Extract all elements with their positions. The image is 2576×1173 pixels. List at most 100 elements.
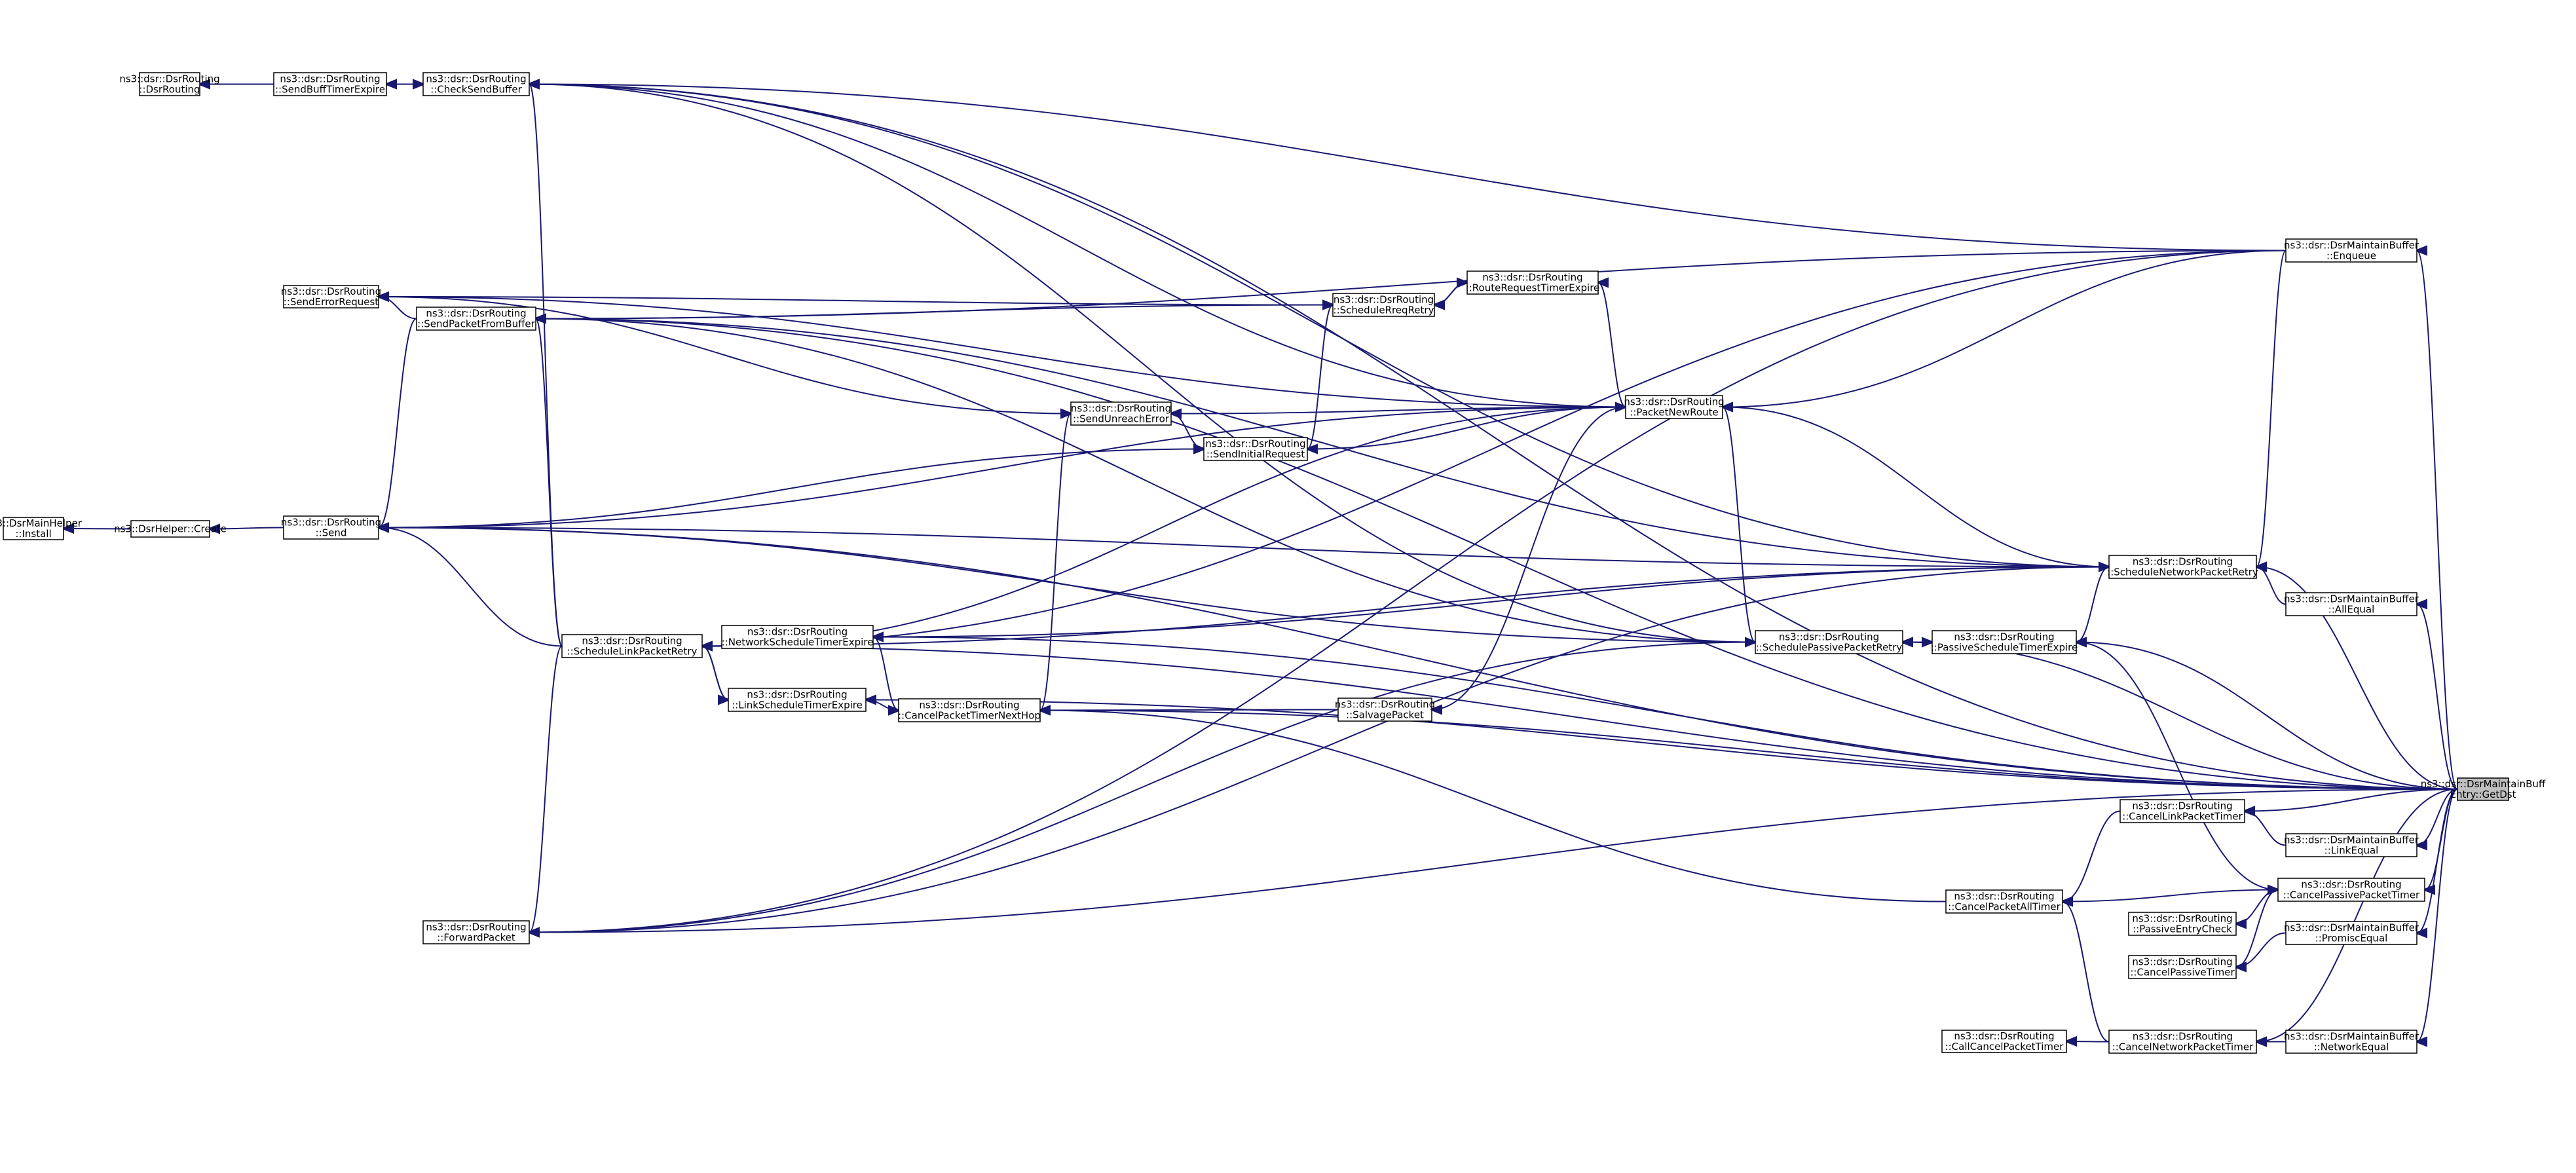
node-box[interactable] [898, 698, 1041, 722]
node-all-equal[interactable]: ns3::dsr::DsrMaintainBuffer::AllEqual [2284, 592, 2419, 616]
node-dsr-routing[interactable]: ns3::dsr::DsrRouting::DsrRouting [119, 72, 220, 96]
edge-packet-new-route-to-schedule-passive-packet-retry [1722, 406, 1755, 642]
node-box[interactable] [728, 688, 867, 712]
node-box[interactable] [139, 72, 200, 96]
node-box[interactable] [2285, 921, 2417, 945]
node-network-equal[interactable]: ns3::dsr::DsrMaintainBuffer::NetworkEqua… [2284, 1030, 2419, 1054]
node-passive-schedule-timer-expire[interactable]: ns3::dsr::DsrRouting::PassiveScheduleTim… [1931, 630, 2078, 654]
edge-schedule-network-packet-retry-to-passive-schedule-timer-expire [2076, 566, 2110, 642]
node-label: ns3::dsr::DsrRouting [281, 517, 381, 529]
node-box[interactable] [1466, 270, 1599, 295]
edge-get-dst-to-network-equal [2417, 789, 2458, 1042]
node-box[interactable] [416, 307, 536, 331]
node-box[interactable] [422, 920, 530, 944]
edge-send-error-request-to-schedule-rreq-retry [378, 296, 1333, 305]
node-promisc-equal[interactable]: ns3::dsr::DsrMaintainBuffer::PromiscEqua… [2284, 921, 2419, 945]
edge-schedule-network-packet-retry-to-forward-packet [529, 566, 2110, 933]
node-box[interactable] [2285, 238, 2417, 263]
node-label: ::SalvagePacket [1346, 709, 1424, 721]
node-label: ns3::dsr::DsrRouting [2133, 556, 2233, 568]
edge-schedule-network-packet-retry-to-check-send-buffer [529, 84, 2110, 568]
node-send[interactable]: ns3::dsr::DsrRouting::Send [281, 515, 381, 540]
node-helper-create[interactable]: ns3::DsrHelper::Create [114, 520, 227, 538]
node-label: ns3::dsr::DsrRouting [747, 626, 848, 638]
node-label: ::DsrRouting [139, 84, 200, 96]
node-box[interactable] [1070, 401, 1172, 426]
node-link-equal[interactable]: ns3::dsr::DsrMaintainBuffer::LinkEqual [2284, 833, 2419, 857]
node-box[interactable] [273, 72, 387, 96]
node-cancel-network-packet-timer[interactable]: ns3::dsr::DsrRouting::CancelNetworkPacke… [2108, 1030, 2257, 1054]
node-box[interactable] [283, 285, 379, 308]
edge-get-dst-to-schedule-link-packet-retry [702, 646, 2458, 790]
node-label: ns3::dsr::DsrRouting [1334, 294, 1434, 306]
node-box[interactable] [2457, 777, 2509, 801]
node-box[interactable] [3, 517, 64, 540]
node-label: ns3::dsr::DsrRouting [426, 73, 526, 85]
node-main-install[interactable]: ns3::DsrMainHelper::Install [0, 517, 83, 540]
node-box[interactable] [1332, 293, 1435, 317]
node-schedule-rreq-retry[interactable]: ns3::dsr::DsrRouting::ScheduleRreqRetry [1332, 293, 1435, 317]
node-box[interactable] [561, 634, 703, 658]
node-salvage-packet[interactable]: ns3::dsr::DsrRouting::SalvagePacket [1335, 698, 1435, 722]
node-box[interactable] [2128, 955, 2237, 979]
node-box[interactable] [1625, 395, 1723, 419]
node-box[interactable] [422, 72, 530, 96]
node-passive-entry-check[interactable]: ns3::dsr::DsrRouting::PassiveEntryCheck [2128, 912, 2237, 936]
node-cancel-packet-all-timer[interactable]: ns3::dsr::DsrRouting::CancelPacketAllTim… [1945, 889, 2063, 914]
node-box[interactable] [2277, 878, 2425, 902]
node-route-request-timer-expire[interactable]: ns3::dsr::DsrRouting::RouteRequestTimerE… [1466, 270, 1600, 295]
node-cancel-passive-packet-timer[interactable]: ns3::dsr::DsrRouting::CancelPassivePacke… [2277, 878, 2425, 902]
node-link-schedule-timer-expire[interactable]: ns3::dsr::DsrRouting::LinkScheduleTimerE… [728, 688, 867, 712]
node-cancel-link-packet-timer[interactable]: ns3::dsr::DsrRouting::CancelLinkPacketTi… [2119, 799, 2245, 823]
node-box[interactable] [2285, 833, 2417, 857]
node-box[interactable] [2108, 555, 2257, 579]
edge-schedule-passive-packet-retry-to-send-packet-from-buffer [536, 319, 1756, 643]
edge-schedule-network-packet-retry-to-network-schedule-timer-expire [873, 566, 2110, 637]
node-network-schedule-timer-expire[interactable]: ns3::dsr::DsrRouting::NetworkScheduleTim… [721, 625, 874, 649]
node-label: ns3::dsr::DsrRouting [1205, 438, 1305, 450]
node-schedule-link-packet-retry[interactable]: ns3::dsr::DsrRouting::ScheduleLinkPacket… [561, 634, 703, 658]
node-box[interactable] [1945, 889, 2063, 914]
node-send-buff-timer-expire[interactable]: ns3::dsr::DsrRouting::SendBuffTimerExpir… [273, 72, 387, 96]
node-label: ::RouteRequestTimerExpire [1466, 282, 1600, 294]
node-schedule-network-packet-retry[interactable]: ns3::dsr::DsrRouting::ScheduleNetworkPac… [2107, 555, 2258, 579]
node-box[interactable] [1337, 698, 1432, 722]
node-send-packet-from-buffer[interactable]: ns3::dsr::DsrRouting::SendPacketFromBuff… [416, 307, 536, 331]
node-send-error-request[interactable]: ns3::dsr::DsrRouting::SendErrorRequest [281, 285, 381, 308]
node-label: ns3::dsr::DsrRouting [2132, 800, 2232, 812]
node-box[interactable] [283, 515, 379, 540]
node-box[interactable] [2285, 1030, 2417, 1054]
node-send-unreach-error[interactable]: ns3::dsr::DsrRouting::SendUnreachError [1070, 401, 1172, 426]
node-box[interactable] [1941, 1030, 2067, 1053]
node-label: ns3::dsr::DsrRouting [1482, 272, 1582, 284]
node-check-send-buffer[interactable]: ns3::dsr::DsrRouting::CheckSendBuffer [422, 72, 530, 96]
edge-get-dst-to-schedule-passive-packet-retry [1903, 642, 2458, 790]
node-box[interactable] [2119, 799, 2245, 823]
node-cancel-passive-timer[interactable]: ns3::dsr::DsrRouting::CancelPassiveTimer [2128, 955, 2237, 979]
node-box[interactable] [1932, 630, 2077, 654]
node-box[interactable] [2285, 592, 2417, 616]
node-label: ::Install [15, 528, 51, 540]
node-label: ns3::dsr::DsrRouting [582, 635, 682, 647]
node-label: ::ScheduleRreqRetry [1334, 305, 1434, 316]
node-send-initial-request[interactable]: ns3::dsr::DsrRouting::SendInitialRequest [1203, 437, 1308, 461]
edge-send-to-send-initial-request [378, 449, 1204, 529]
edge-schedule-network-packet-retry-to-schedule-link-packet-retry [702, 566, 2110, 646]
node-packet-new-route[interactable]: ns3::dsr::DsrRouting::PacketNewRoute [1624, 395, 1725, 419]
node-box[interactable] [1203, 437, 1308, 461]
node-forward-packet[interactable]: ns3::dsr::DsrRouting::ForwardPacket [422, 920, 530, 944]
node-box[interactable] [2128, 912, 2237, 936]
node-label: ns3::dsr::DsrRouting [426, 308, 526, 320]
node-call-cancel-packet-timer[interactable]: ns3::dsr::DsrRouting::CallCancelPacketTi… [1941, 1030, 2067, 1053]
node-box[interactable] [130, 520, 210, 538]
node-label: ::CancelPacketTimerNextHop [898, 710, 1041, 722]
node-box[interactable] [1755, 630, 1903, 654]
node-label: ns3::dsr::DsrRouting [1954, 631, 2054, 643]
node-box[interactable] [721, 625, 874, 649]
node-box[interactable] [2108, 1030, 2257, 1054]
node-schedule-passive-packet-retry[interactable]: ns3::dsr::DsrRouting::SchedulePassivePac… [1755, 630, 1903, 654]
node-cancel-packet-timer-next-hop[interactable]: ns3::dsr::DsrRouting::CancelPacketTimerN… [898, 698, 1041, 722]
node-enqueue[interactable]: ns3::dsr::DsrMaintainBuffer::Enqueue [2284, 238, 2419, 263]
